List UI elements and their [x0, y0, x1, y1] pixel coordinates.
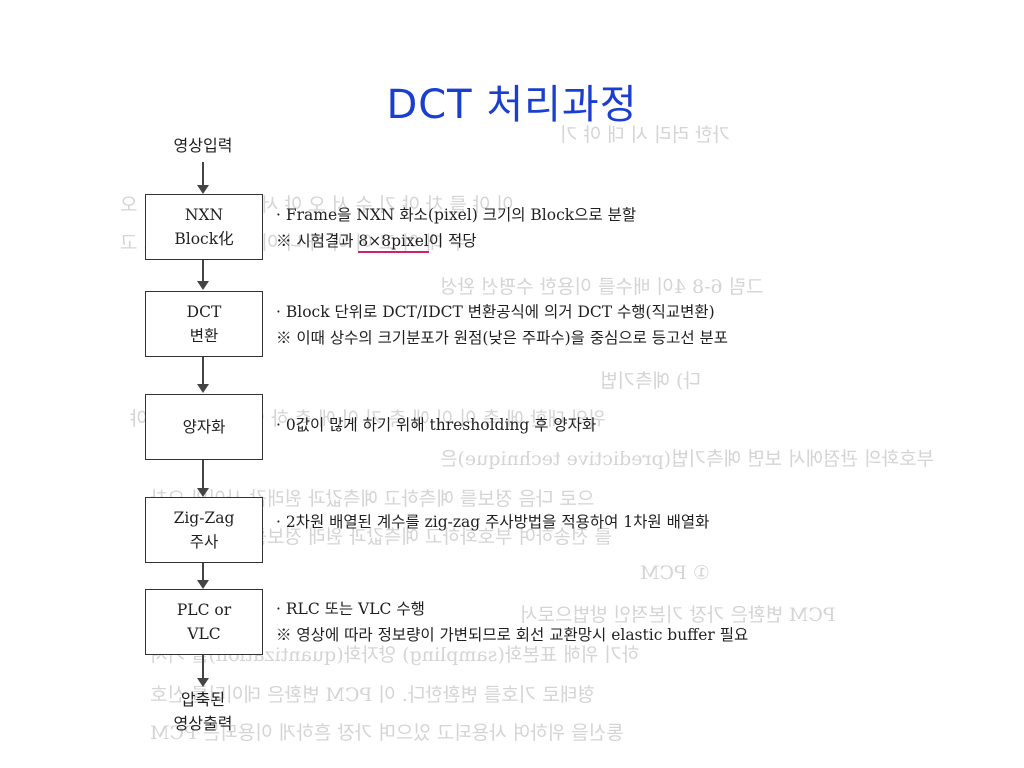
page-title: DCT 처리과정	[386, 82, 638, 128]
description-line: · RLC 또는 VLC 수행	[276, 600, 425, 618]
note-suffix: 이 적당	[428, 232, 477, 250]
step-box-line: DCT	[186, 303, 222, 321]
output-label-line: 영상출력	[173, 714, 233, 733]
description-line: ※ 영상에 따라 정보량이 가변되므로 회선 교환망시 elastic buff…	[276, 626, 749, 644]
description-line: · 0값이 많게 하기 위해 thresholding 후 양자화	[276, 416, 597, 434]
step-box-line: 주사	[189, 533, 219, 551]
description-line: ※ 이때 상수의 크기분포가 원점(낮은 주파수)을 중심으로 등고선 분포	[276, 329, 729, 347]
step-description-vlc: · RLC 또는 VLC 수행 ※ 영상에 따라 정보량이 가변되므로 회선 교…	[276, 596, 748, 648]
step-box-line: NXN	[184, 206, 224, 224]
step-box-line: VLC	[187, 625, 221, 643]
step-description-block: · Frame을 NXN 화소(pixel) 크기의 Block으로 분할 ※ …	[276, 202, 636, 254]
step-box-line: Block化	[174, 230, 234, 248]
flow-arrow	[197, 260, 209, 290]
flow-arrow	[197, 655, 209, 687]
step-description-zigzag: · 2차원 배열된 계수를 zig-zag 주사방법을 적용하여 1차원 배열화	[276, 509, 709, 535]
underlined-term: 8×8pixel	[358, 232, 429, 253]
step-box-line: 양자화	[182, 418, 226, 436]
step-box-dct: DCT 변환	[145, 291, 263, 357]
step-description-quantize: · 0값이 많게 하기 위해 thresholding 후 양자화	[276, 412, 596, 438]
flow-arrow	[197, 563, 209, 589]
flow-arrow	[197, 162, 209, 194]
step-box-quantize: 양자화	[145, 394, 263, 460]
step-box-zigzag: Zig-Zag 주사	[145, 497, 263, 563]
flow-arrow	[197, 357, 209, 393]
step-box-block: NXN Block化	[145, 194, 263, 260]
step-box-line: 변환	[189, 327, 219, 345]
description-line: · Frame을 NXN 화소(pixel) 크기의 Block으로 분할	[276, 206, 637, 224]
step-box-line: PLC or	[176, 601, 232, 619]
step-description-dct: · Block 단위로 DCT/IDCT 변환공식에 의거 DCT 수행(직교변…	[276, 299, 728, 351]
output-label: 압축된 영상출력	[133, 688, 273, 736]
output-label-line: 압축된	[180, 690, 226, 709]
description-line: · Block 단위로 DCT/IDCT 변환공식에 의거 DCT 수행(직교변…	[276, 303, 715, 321]
flow-arrow	[197, 460, 209, 497]
step-box-vlc: PLC or VLC	[145, 589, 263, 655]
description-line: ※ 시험결과 8×8pixel이 적당	[276, 228, 636, 254]
step-box-line: Zig-Zag	[173, 509, 235, 527]
input-label: 영상입력	[173, 136, 233, 155]
note-prefix: ※ 시험결과	[276, 232, 359, 250]
description-line: · 2차원 배열된 계수를 zig-zag 주사방법을 적용하여 1차원 배열화	[276, 513, 710, 531]
